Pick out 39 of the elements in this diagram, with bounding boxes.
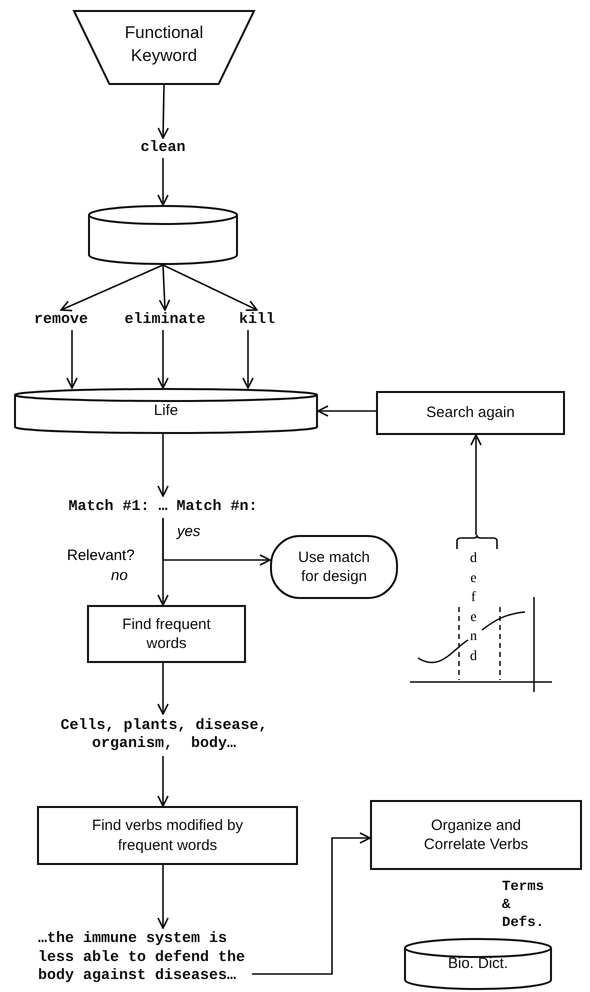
vertical-word: defend (470, 550, 484, 666)
process-box (376, 391, 565, 435)
process-box (37, 806, 298, 865)
node-label: Functional Keyword (124, 22, 204, 66)
node-label: Search again (426, 403, 515, 423)
arrow (157, 158, 169, 206)
arrow (66, 330, 78, 389)
process-box (87, 605, 246, 663)
node-label: Use match for design (297, 548, 371, 586)
arrow (60, 264, 164, 312)
node-label: clean (140, 139, 186, 157)
node-label: Bio. Dict. (448, 954, 508, 974)
arrow (252, 832, 371, 975)
node-label: eliminate (124, 311, 206, 329)
arrow (242, 330, 254, 389)
arrow (157, 330, 169, 389)
terminal-rounded-box (270, 535, 398, 599)
node-label: remove (34, 311, 88, 329)
arrow (158, 264, 170, 311)
node-label: Find frequent words (121, 614, 212, 654)
node-label: Match #1: … Match #n: (68, 498, 258, 516)
node-label: Find verbs modified by frequent words (91, 816, 244, 855)
process-box (370, 800, 582, 870)
side-note: Terms & Defs. (502, 878, 546, 933)
arrow (157, 84, 169, 139)
node-label: Organize and Correlate Verbs (422, 816, 530, 854)
node-label: Cells, plants, disease, organism, body… (59, 717, 269, 753)
arrow (157, 663, 169, 715)
arrow (157, 756, 169, 807)
arrow (162, 264, 258, 311)
arrow (317, 405, 376, 417)
arrow (157, 434, 169, 497)
node-label: …the immune system is less able to defend the body against diseases… (38, 930, 246, 986)
decision-question: Relevant? (67, 547, 135, 564)
node-label: Life (154, 401, 178, 421)
arrow (157, 865, 169, 929)
arrow (157, 518, 169, 606)
arrow (470, 434, 482, 535)
node-label: kill (238, 311, 275, 329)
